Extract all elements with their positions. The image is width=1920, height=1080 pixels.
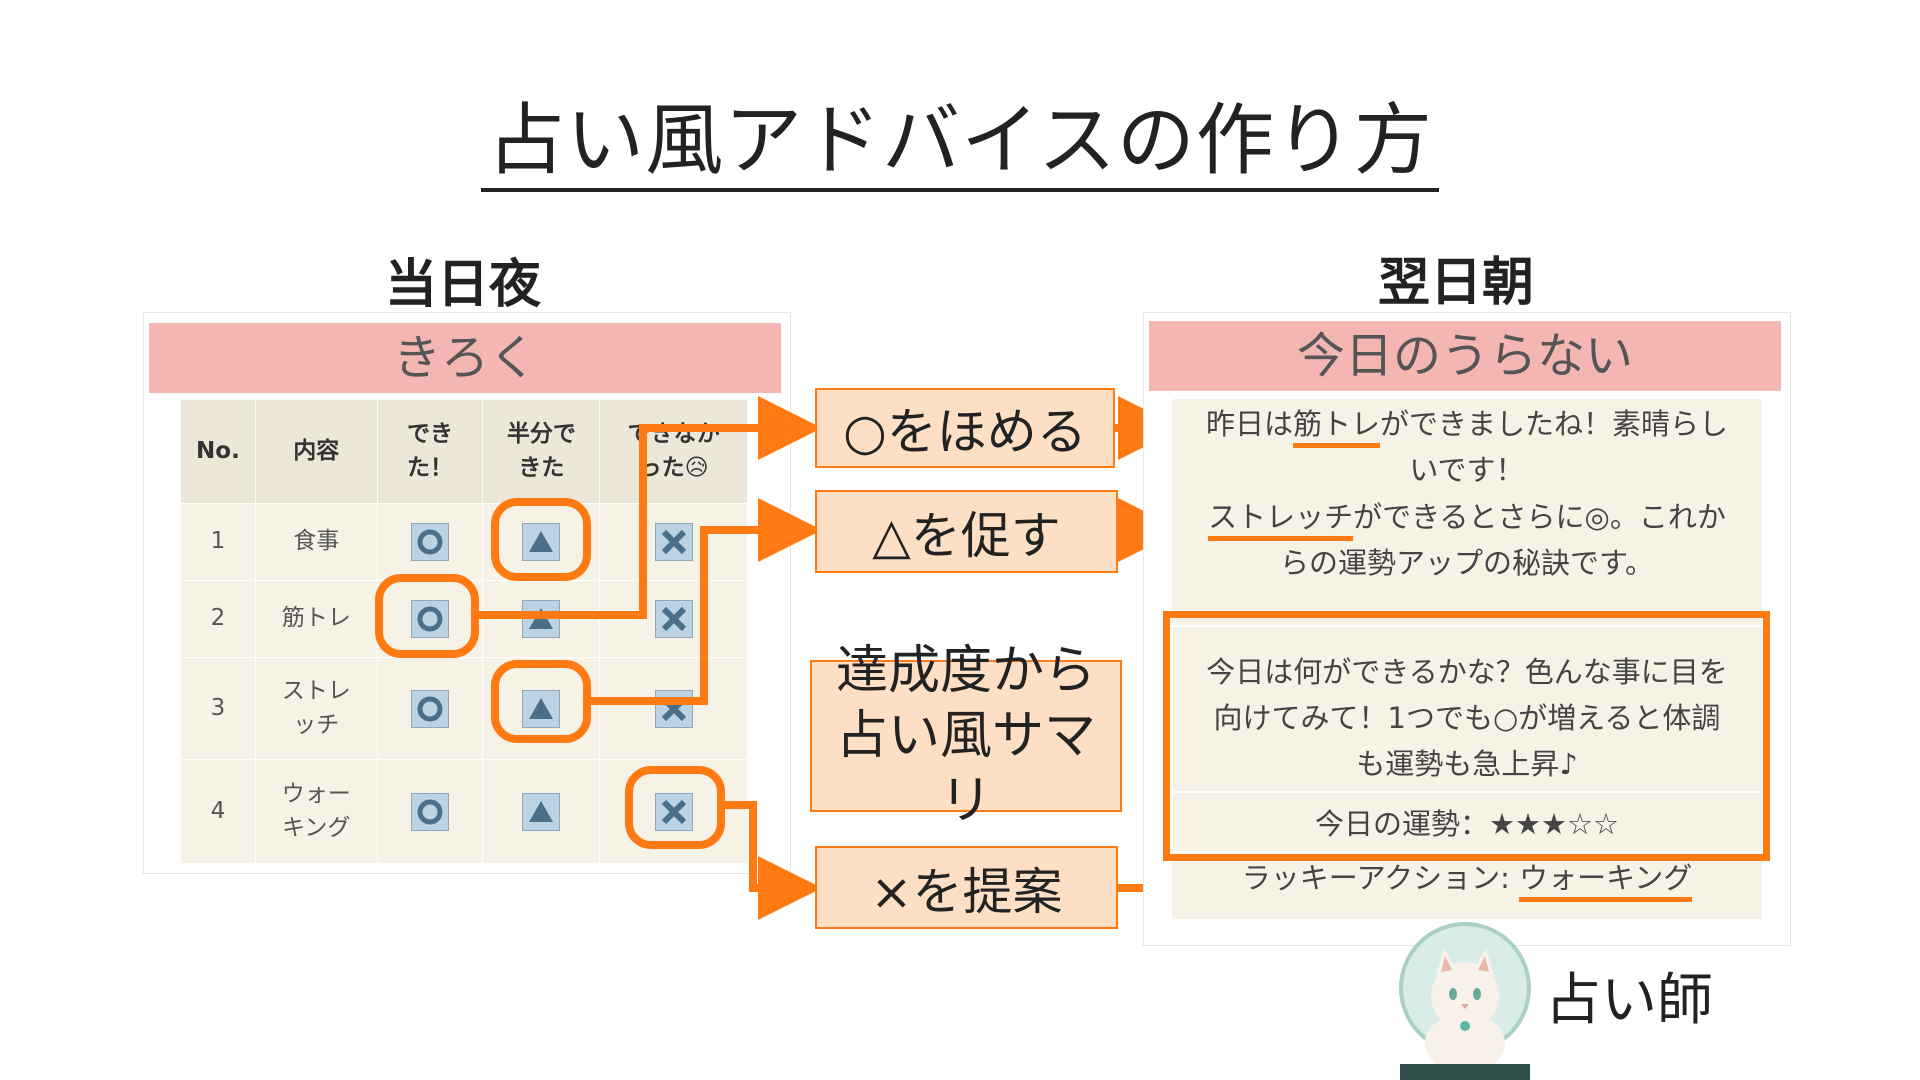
record-panel: きろく No. 内容 できた！ 半分できた できなかった😥 1 食事 2 筋トレ [143,312,791,874]
encourage-text: ストレッチができるとさらに◎。これか らの運勢アップの秘訣です。 [1208,499,1726,581]
col-not-done: できなかった😥 [599,399,748,504]
triangle-mark-icon[interactable] [522,523,561,561]
circle-mark-icon[interactable] [411,600,450,638]
summary-box: 達成度から 占い風サマリ [810,641,1122,831]
record-header: きろく [149,323,781,393]
lucky-action: ラッキーアクション: ウォーキング [1172,853,1762,902]
suggest-box: ×を提案 [815,846,1118,929]
highlight-circle-training [375,574,479,658]
table-row: 1 食事 [180,503,748,581]
right-heading: 翌日朝 [1378,253,1535,313]
cross-mark-icon[interactable] [654,792,693,831]
record-table: No. 内容 できた！ 半分できた できなかった😥 1 食事 2 筋トレ [180,399,748,864]
highlight-triangle-meal [491,498,591,581]
page-title: 占い風アドバイスの作り方 [0,78,1920,192]
circle-mark-icon[interactable] [411,689,450,728]
praise-box: ○をほめる [815,388,1115,468]
cross-mark-icon[interactable] [654,523,693,561]
item-stretch: ストレッチ [254,657,378,760]
fortune-teller-cat-icon [1399,922,1531,1080]
cross-mark-icon[interactable] [654,689,693,728]
cross-mark-icon[interactable] [654,600,693,638]
summary-text: 今日は何ができるかな？色んな事に目を 向けてみて！1つでも○が増えると体調 も運… [1206,654,1728,782]
triangle-mark-icon[interactable] [522,792,561,831]
highlight-cross-walking [625,766,725,849]
star-rating-icon: ★★★☆☆ [1489,806,1619,841]
praise-text: 昨日は筋トレができましたね！素晴らし いです！ [1205,407,1729,488]
highlight-triangle-stretch [491,660,591,743]
fortune-body: 昨日は筋トレができましたね！素晴らし いです！ ストレッチができるとさらに◎。こ… [1172,399,1762,919]
luck-rating: 今日の運勢：★★★☆☆ [1314,806,1619,841]
col-item: 内容 [254,399,378,504]
summary-highlight-frame [1163,611,1770,861]
fortune-header: 今日のうらない [1149,321,1781,391]
fortune-teller-label: 占い師 [1545,968,1713,1033]
fortune-panel: 今日のうらない 昨日は筋トレができましたね！素晴らし いです！ ストレッチができ… [1143,312,1791,946]
left-heading: 当日夜 [385,255,542,315]
encourage-box: △を促す [815,490,1118,573]
col-no: No. [180,399,256,504]
circle-mark-icon[interactable] [411,792,450,831]
circle-mark-icon[interactable] [411,523,450,561]
triangle-mark-icon[interactable] [522,689,561,728]
